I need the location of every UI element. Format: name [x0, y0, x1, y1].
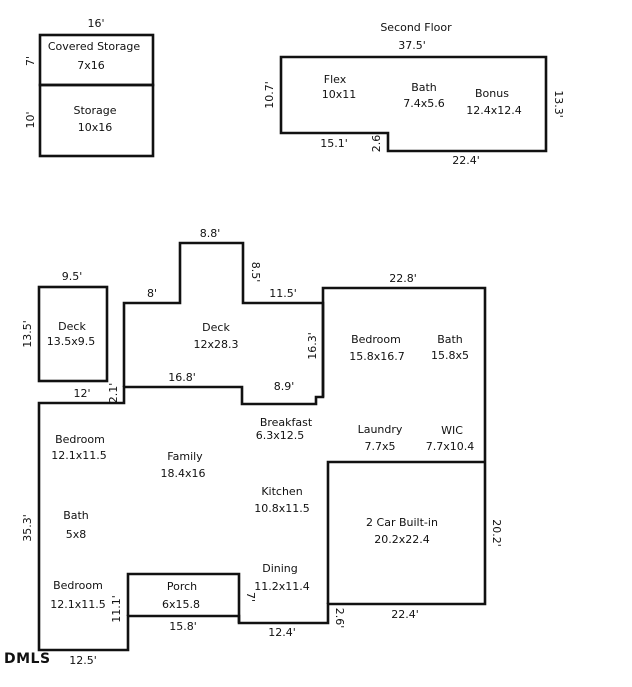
bedroom-1-size: 12.1x11.5	[51, 449, 107, 462]
dim-porch-side: 11.1'	[110, 595, 123, 623]
bath-main-size: 15.8x5	[431, 349, 469, 362]
dim-garage-bottom: 22.4'	[391, 608, 419, 621]
dim-upper-bottom-left: 15.1'	[320, 137, 348, 150]
dim-left-bottom: 12.5'	[69, 654, 97, 667]
dim-covered-storage-depth: 7'	[24, 56, 37, 66]
bath-lower-name: Bath	[63, 509, 89, 522]
large-deck-name: Deck	[202, 321, 230, 334]
dining-size: 11.2x11.4	[254, 580, 310, 593]
dim-deck-right-width: 11.5'	[269, 287, 297, 300]
flex-size: 10x11	[322, 88, 357, 101]
dining-name: Dining	[262, 562, 298, 575]
covered-storage-name: Covered Storage	[48, 40, 140, 53]
dim-deck-left-step: 8'	[147, 287, 157, 300]
bedroom-2-size: 12.1x11.5	[50, 598, 106, 611]
dim-deck-bottom: 16.8'	[168, 371, 196, 384]
kitchen-name: Kitchen	[261, 485, 302, 498]
dim-small-deck-width: 9.5'	[62, 270, 83, 283]
storage-outline	[38, 83, 155, 158]
dim-dining-step: 7'	[244, 592, 257, 602]
dim-deck-top: 8.8'	[200, 227, 221, 240]
bonus-name: Bonus	[475, 87, 509, 100]
large-deck-outline	[122, 241, 325, 397]
bath-lower-size: 5x8	[66, 528, 87, 541]
flex-name: Flex	[324, 73, 347, 86]
kitchen-size: 10.8x11.5	[254, 502, 310, 515]
dim-storage-depth: 10'	[24, 111, 37, 128]
porch-size: 6x15.8	[162, 598, 200, 611]
porch-name: Porch	[167, 580, 197, 593]
dim-main-top: 22.8'	[389, 272, 417, 285]
covered-storage-size: 7x16	[77, 59, 105, 72]
dim-notch-width: 8.9'	[274, 380, 295, 393]
dim-left-top: 12'	[73, 387, 90, 400]
storage-name: Storage	[73, 104, 116, 117]
dim-left-height: 35.3'	[21, 514, 34, 542]
bonus-size: 12.4x12.4	[466, 104, 522, 117]
second-floor-outline	[279, 55, 548, 153]
garage-name: 2 Car Built-in	[366, 516, 438, 529]
second-floor-title: Second Floor	[380, 21, 452, 34]
dimension-labels: 16' 7' 10' 37.5' 10.7' 13.3' 15.1' 2.6' …	[21, 17, 565, 667]
dim-garage-right: 20.2'	[490, 519, 503, 547]
garage-wall	[326, 460, 485, 604]
bedroom-main-name: Bedroom	[351, 333, 401, 346]
laundry-size: 7.7x5	[364, 440, 395, 453]
dim-small-deck-height: 13.5'	[21, 320, 34, 348]
garage-size: 20.2x22.4	[374, 533, 430, 546]
laundry-name: Laundry	[358, 423, 403, 436]
dim-upper-right-height: 13.3'	[552, 90, 565, 118]
dim-dining-bottom: 12.4'	[268, 626, 296, 639]
porch-wall	[126, 572, 241, 623]
wic-name: WIC	[441, 424, 463, 437]
bath-main-name: Bath	[437, 333, 463, 346]
dim-porch-bottom: 15.8'	[169, 620, 197, 633]
family-size: 18.4x16	[161, 467, 206, 480]
bedroom-1-name: Bedroom	[55, 433, 105, 446]
dim-upper-step: 2.6'	[370, 132, 383, 153]
walls	[37, 33, 548, 652]
bath-upper-name: Bath	[411, 81, 437, 94]
dim-upper-bottom-right: 22.4'	[452, 154, 480, 167]
wic-size: 7.7x10.4	[426, 440, 475, 453]
family-name: Family	[167, 450, 203, 463]
bedroom-main-size: 15.8x16.7	[349, 350, 405, 363]
small-deck-size: 13.5x9.5	[47, 335, 96, 348]
watermark: DMLS	[4, 651, 51, 667]
dim-main-right-inner: 16.3'	[306, 332, 319, 360]
breakfast-size: 6.3x12.5	[256, 429, 305, 442]
dim-garage-step: 2.6'	[333, 608, 346, 629]
storage-size: 10x16	[78, 121, 113, 134]
small-deck-name: Deck	[58, 320, 86, 333]
bath-upper-size: 7.4x5.6	[403, 97, 445, 110]
dim-storage-width: 16'	[87, 17, 104, 30]
dim-upper-width: 37.5'	[398, 39, 426, 52]
small-deck-outline	[37, 285, 109, 383]
dim-upper-left-height: 10.7'	[263, 81, 276, 109]
room-labels: Covered Storage 7x16 Storage 10x16 Secon…	[47, 21, 522, 611]
large-deck-size: 12x28.3	[194, 338, 239, 351]
dim-deck-right-step: 8.5'	[249, 262, 262, 283]
dim-left-step: 2.1'	[107, 383, 120, 404]
breakfast-name: Breakfast	[260, 416, 313, 429]
bedroom-2-name: Bedroom	[53, 579, 103, 592]
